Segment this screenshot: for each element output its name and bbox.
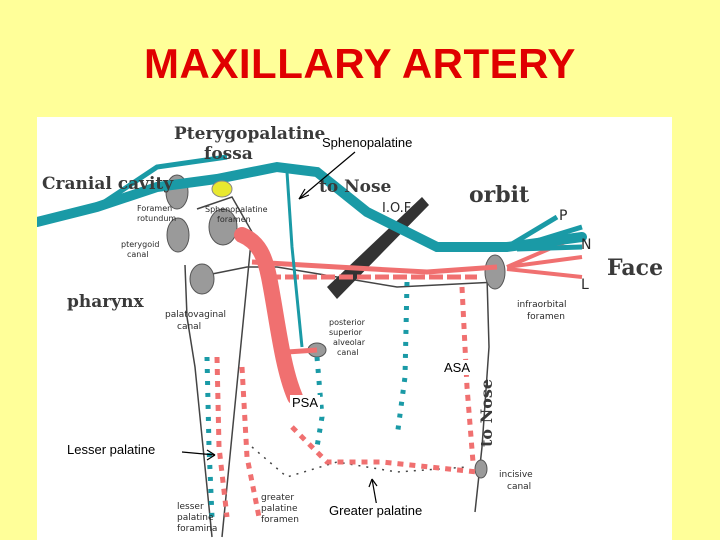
fossa-anterior-wall xyxy=(196,196,253,538)
hw-pterygopalatine: Pterygopalatine xyxy=(174,124,326,144)
maxillary-artery-drawing: Pterygopalatine fossa Cranial cavity to … xyxy=(37,117,672,540)
incisive-canal-oval xyxy=(474,459,488,479)
foramina xyxy=(165,174,506,479)
hw-foramen: Foramen xyxy=(137,204,172,213)
slide-title: MAXILLARY ARTERY xyxy=(144,40,576,87)
label-arrows xyxy=(181,151,378,508)
sphenopalatine-foramen-oval xyxy=(208,208,238,246)
diagram-svg: Pterygopalatine fossa Cranial cavity to … xyxy=(37,124,663,538)
hw-n: N xyxy=(581,237,591,253)
ganglion xyxy=(211,180,233,198)
hw-greater: greater xyxy=(261,493,294,503)
hw-pharynx: pharynx xyxy=(67,292,144,312)
infraorbital-foramen-oval xyxy=(484,254,506,290)
hw-iof: I.O.F xyxy=(382,201,411,216)
arrow-sphenopalatine xyxy=(298,151,356,200)
inferior-orbital-fissure xyxy=(327,197,429,299)
hw-sphenopalatine: Sphenopalatine xyxy=(205,205,268,214)
hw-pterygoid: pterygoid xyxy=(121,240,159,249)
hw-greater-palatine: palatine xyxy=(261,504,298,514)
hw-infraorbital-foramen: foramen xyxy=(527,312,565,322)
hw-posterior: posterior xyxy=(329,318,366,327)
hw-lesser: lesser xyxy=(177,502,204,512)
fossa-posterior-wall xyxy=(184,264,213,538)
hw-infraorbital: infraorbital xyxy=(517,300,567,310)
label-greater-palatine: Greater palatine xyxy=(327,503,425,518)
teal-main-trunk xyxy=(37,161,587,252)
hw-fossa: fossa xyxy=(204,144,253,164)
maxillary-artery-trunk xyxy=(234,227,303,405)
hw-lesser-foramina: foramina xyxy=(177,524,217,534)
hw-superior: superior xyxy=(329,328,363,337)
bone-outline xyxy=(184,196,498,538)
palatovaginal-oval xyxy=(189,263,215,295)
handwritten-labels: Pterygopalatine fossa Cranial cavity to … xyxy=(42,124,663,534)
hw-incisive: incisive xyxy=(499,470,533,480)
arrow-lesser-palatine xyxy=(181,451,216,456)
teal-dotted-branches xyxy=(204,281,410,518)
maxilla-front xyxy=(474,276,490,513)
label-lesser-palatine: Lesser palatine xyxy=(65,442,158,457)
pterygoid-canal-oval xyxy=(166,217,190,253)
hw-rotundum: rotundum xyxy=(137,214,176,223)
hw-orbit: orbit xyxy=(469,182,530,208)
psa-branch xyxy=(286,347,318,355)
descending-branches xyxy=(214,286,478,518)
teal-descending xyxy=(285,171,304,348)
hw-incisive-canal: canal xyxy=(507,482,531,492)
maxilla-roof xyxy=(196,266,498,288)
hw-pterygoid-canal: canal xyxy=(127,250,149,259)
hw-lesser-palatine: palatine xyxy=(177,513,214,523)
hw-palatovaginal: palatovaginal xyxy=(165,310,226,320)
hw-sp-foramen: foramen xyxy=(217,215,251,224)
hw-cranial-cavity: Cranial cavity xyxy=(42,174,174,194)
hw-to-nose-side: to Nose xyxy=(477,379,496,447)
hw-palatovaginal-canal: canal xyxy=(177,322,201,332)
hw-p: P xyxy=(559,208,567,224)
hw-greater-foramen: foramen xyxy=(261,515,299,525)
hw-to-nose-top: to Nose xyxy=(319,177,392,197)
arrow-greater-palatine xyxy=(371,478,378,508)
label-asa: ASA xyxy=(442,360,473,375)
label-sphenopalatine: Sphenopalatine xyxy=(320,135,415,150)
hw-l: L xyxy=(581,277,589,293)
hw-face: Face xyxy=(607,255,663,281)
hw-alveolar: alveolar xyxy=(333,338,366,347)
teal-branches xyxy=(95,154,583,252)
infraorbital-artery xyxy=(251,259,498,275)
label-psa: PSA xyxy=(290,395,321,410)
hw-canal: canal xyxy=(337,348,359,357)
palate-line xyxy=(251,446,468,478)
